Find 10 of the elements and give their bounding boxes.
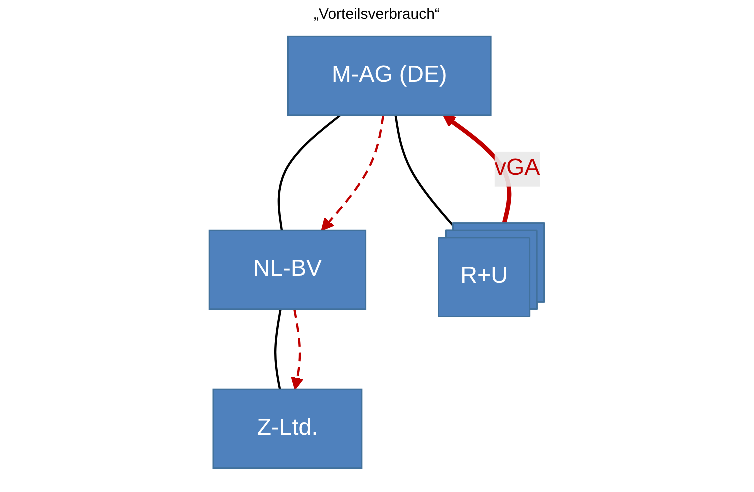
node-box: M-AG (DE) [287,36,492,116]
arrow [321,115,385,232]
edge-label: vGA [494,156,540,182]
connector [274,309,282,390]
node-box: NL-BV [208,230,367,310]
arrow [291,309,304,390]
connector [394,115,455,228]
diagram-title: „Vorteilsverbrauch“ [313,6,441,23]
node-box: Z-Ltd. [212,388,363,470]
connector [278,114,342,231]
